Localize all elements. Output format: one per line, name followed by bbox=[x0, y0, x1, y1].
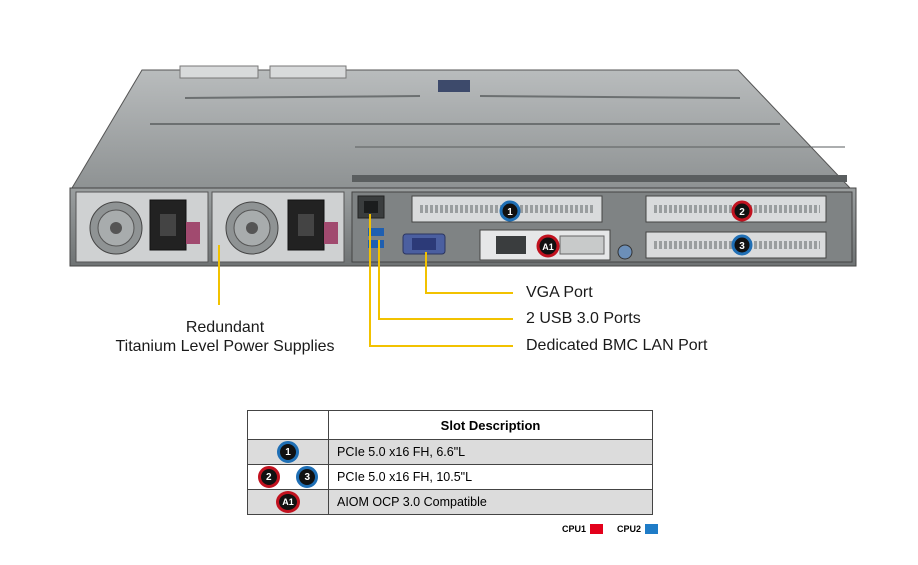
badge-slot-3-label: 3 bbox=[739, 241, 745, 252]
badge-aiom-label: A1 bbox=[542, 242, 554, 252]
table-row-description: PCIe 5.0 x16 FH, 6.6"L bbox=[328, 439, 653, 465]
badge-slot-1: 1 bbox=[499, 200, 521, 222]
cpu-legend: CPU1 CPU2 bbox=[562, 524, 659, 534]
badge-3-icon: 3 bbox=[296, 466, 319, 488]
usb-ports-callout: 2 USB 3.0 Ports bbox=[526, 310, 641, 327]
leader-usb bbox=[378, 240, 513, 320]
leader-vga bbox=[425, 252, 513, 294]
slot-description-table: Slot Description 1 PCIe 5.0 x16 FH, 6.6"… bbox=[247, 410, 653, 515]
table-header: Slot Description bbox=[328, 410, 653, 440]
badge-slot-2: 2 bbox=[731, 200, 753, 222]
table-row-badges: A1 bbox=[247, 489, 329, 515]
badge-2-icon: 2 bbox=[257, 466, 280, 488]
table-row-description: AIOM OCP 3.0 Compatible bbox=[328, 489, 653, 515]
power-supplies-callout-line1: Redundant bbox=[185, 319, 265, 336]
cpu2-swatch bbox=[645, 524, 659, 534]
table-row: A1 AIOM OCP 3.0 Compatible bbox=[247, 489, 653, 515]
table-row-badges: 1 bbox=[247, 439, 329, 465]
cpu1-legend-label: CPU1 bbox=[562, 524, 587, 534]
cpu1-swatch bbox=[590, 524, 604, 534]
chassis-top bbox=[71, 65, 852, 189]
table-row: 2 3 PCIe 5.0 x16 FH, 10.5"L bbox=[247, 464, 653, 490]
power-supplies-callout: Redundant Titanium Level Power Supplies bbox=[100, 318, 350, 356]
table-row-badges: 2 3 bbox=[247, 464, 329, 490]
leader-lines bbox=[218, 214, 513, 347]
bmc-lan-callout: Dedicated BMC LAN Port bbox=[526, 337, 708, 354]
badge-slot-3: 3 bbox=[731, 234, 753, 256]
table-header-blank bbox=[247, 410, 329, 440]
badge-aiom: A1 bbox=[536, 234, 560, 258]
power-supply-2 bbox=[211, 191, 345, 263]
leader-bmc bbox=[369, 214, 513, 347]
power-supply-1 bbox=[75, 191, 209, 263]
badge-a1-icon: A1 bbox=[276, 491, 300, 513]
cpu2-legend-label: CPU2 bbox=[617, 524, 642, 534]
table-header-row: Slot Description bbox=[247, 410, 653, 440]
table-row-description: PCIe 5.0 x16 FH, 10.5"L bbox=[328, 464, 653, 490]
power-supplies-callout-line2: Titanium Level Power Supplies bbox=[115, 338, 335, 355]
vga-port-callout: VGA Port bbox=[526, 284, 593, 301]
badge-1-icon: 1 bbox=[277, 441, 299, 463]
latch-icon bbox=[617, 244, 633, 260]
badge-slot-1-label: 1 bbox=[507, 207, 513, 218]
badge-slot-2-label: 2 bbox=[739, 207, 745, 218]
table-row: 1 PCIe 5.0 x16 FH, 6.6"L bbox=[247, 439, 653, 465]
